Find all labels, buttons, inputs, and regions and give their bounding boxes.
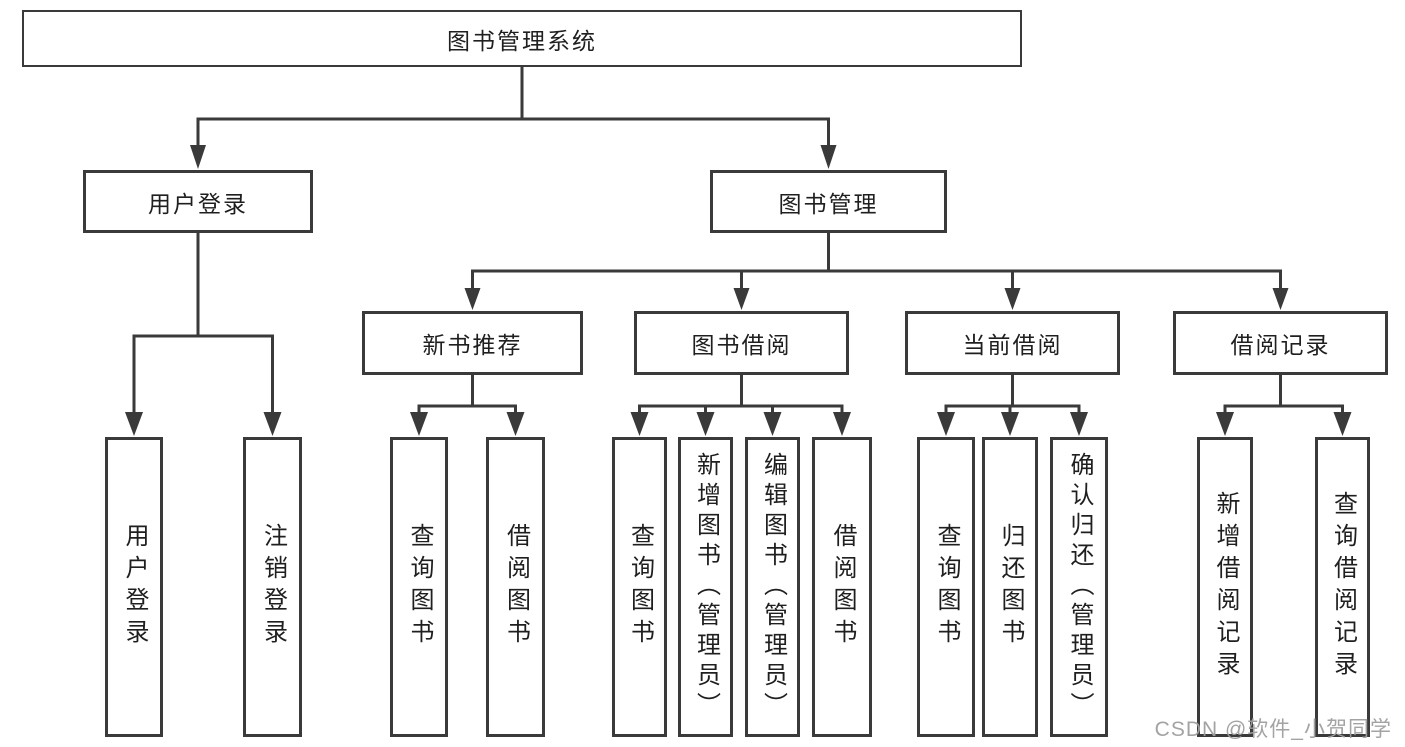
- arrow-down-icon: [630, 412, 649, 436]
- arrow-down-icon: [1004, 288, 1021, 310]
- leaf-add-borrow-record: 新增借阅记录: [1197, 437, 1253, 737]
- arrow-down-icon: [1070, 412, 1088, 436]
- arrow-down-icon: [1333, 412, 1352, 436]
- leaf-label: 确认归还（管理员）: [1066, 452, 1093, 722]
- node-current-borrowing: 当前借阅: [905, 311, 1120, 375]
- arrow-down-icon: [410, 412, 428, 436]
- leaf-logout: 注销登录: [243, 437, 302, 737]
- arrow-down-icon: [833, 412, 851, 436]
- node-label: 借阅记录: [1230, 332, 1331, 358]
- arrow-down-icon: [937, 412, 955, 436]
- node-book-management: 图书管理: [710, 170, 947, 233]
- arrow-down-icon: [733, 288, 750, 310]
- arrow-down-icon: [506, 412, 525, 436]
- leaf-label: 借阅图书: [829, 523, 856, 651]
- node-new-book-recommend: 新书推荐: [362, 311, 583, 375]
- arrow-down-icon: [763, 412, 782, 436]
- arrow-down-icon: [696, 412, 715, 436]
- leaf-label: 归还图书: [997, 523, 1024, 651]
- leaf-label: 新增图书（管理员）: [692, 452, 720, 722]
- leaf-label: 用户登录: [121, 523, 148, 651]
- leaf-borrow-books: 借阅图书: [812, 437, 872, 737]
- arrow-down-icon: [820, 145, 837, 169]
- leaf-edit-books-admin: 编辑图书（管理员）: [745, 437, 800, 737]
- csdn-watermark: CSDN @软件_小贺同学: [1154, 718, 1392, 741]
- arrow-down-icon: [1272, 288, 1289, 310]
- leaf-return-books: 归还图书: [982, 437, 1038, 737]
- leaf-confirm-return-admin: 确认归还（管理员）: [1050, 437, 1108, 737]
- node-user-login: 用户登录: [83, 170, 313, 233]
- leaf-label: 查询借阅记录: [1329, 491, 1357, 683]
- node-system-root: 图书管理系统: [22, 10, 1022, 67]
- node-book-borrowing: 图书借阅: [634, 311, 849, 375]
- leaf-label: 查询图书: [406, 523, 433, 651]
- leaf-label: 编辑图书（管理员）: [759, 452, 787, 722]
- leaf-user-login: 用户登录: [105, 437, 163, 737]
- leaf-label: 查询图书: [626, 523, 654, 651]
- leaf-add-books-admin: 新增图书（管理员）: [678, 437, 733, 737]
- node-label: 用户登录: [148, 190, 248, 217]
- leaf-query-borrow-record: 查询借阅记录: [1315, 437, 1370, 737]
- arrow-down-icon: [1001, 412, 1019, 436]
- node-label: 新书推荐: [422, 332, 523, 358]
- leaf-label: 借阅图书: [502, 523, 530, 651]
- node-label: 图书管理系统: [447, 27, 597, 54]
- arrow-down-icon: [263, 412, 282, 436]
- leaf-borrow-books: 借阅图书: [486, 437, 545, 737]
- leaf-query-books: 查询图书: [390, 437, 448, 737]
- arrow-down-icon: [125, 412, 143, 436]
- leaf-label: 查询图书: [933, 523, 960, 651]
- node-label: 当前借阅: [962, 332, 1063, 358]
- leaf-label: 注销登录: [259, 523, 287, 651]
- leaf-label: 新增借阅记录: [1212, 491, 1239, 683]
- arrow-down-icon: [464, 288, 481, 310]
- node-borrow-records: 借阅记录: [1173, 311, 1388, 375]
- node-label: 图书借阅: [691, 332, 792, 358]
- arrow-down-icon: [190, 145, 206, 169]
- leaf-query-books: 查询图书: [917, 437, 975, 737]
- leaf-query-books: 查询图书: [612, 437, 667, 737]
- node-label: 图书管理: [778, 190, 879, 217]
- arrow-down-icon: [1216, 412, 1234, 436]
